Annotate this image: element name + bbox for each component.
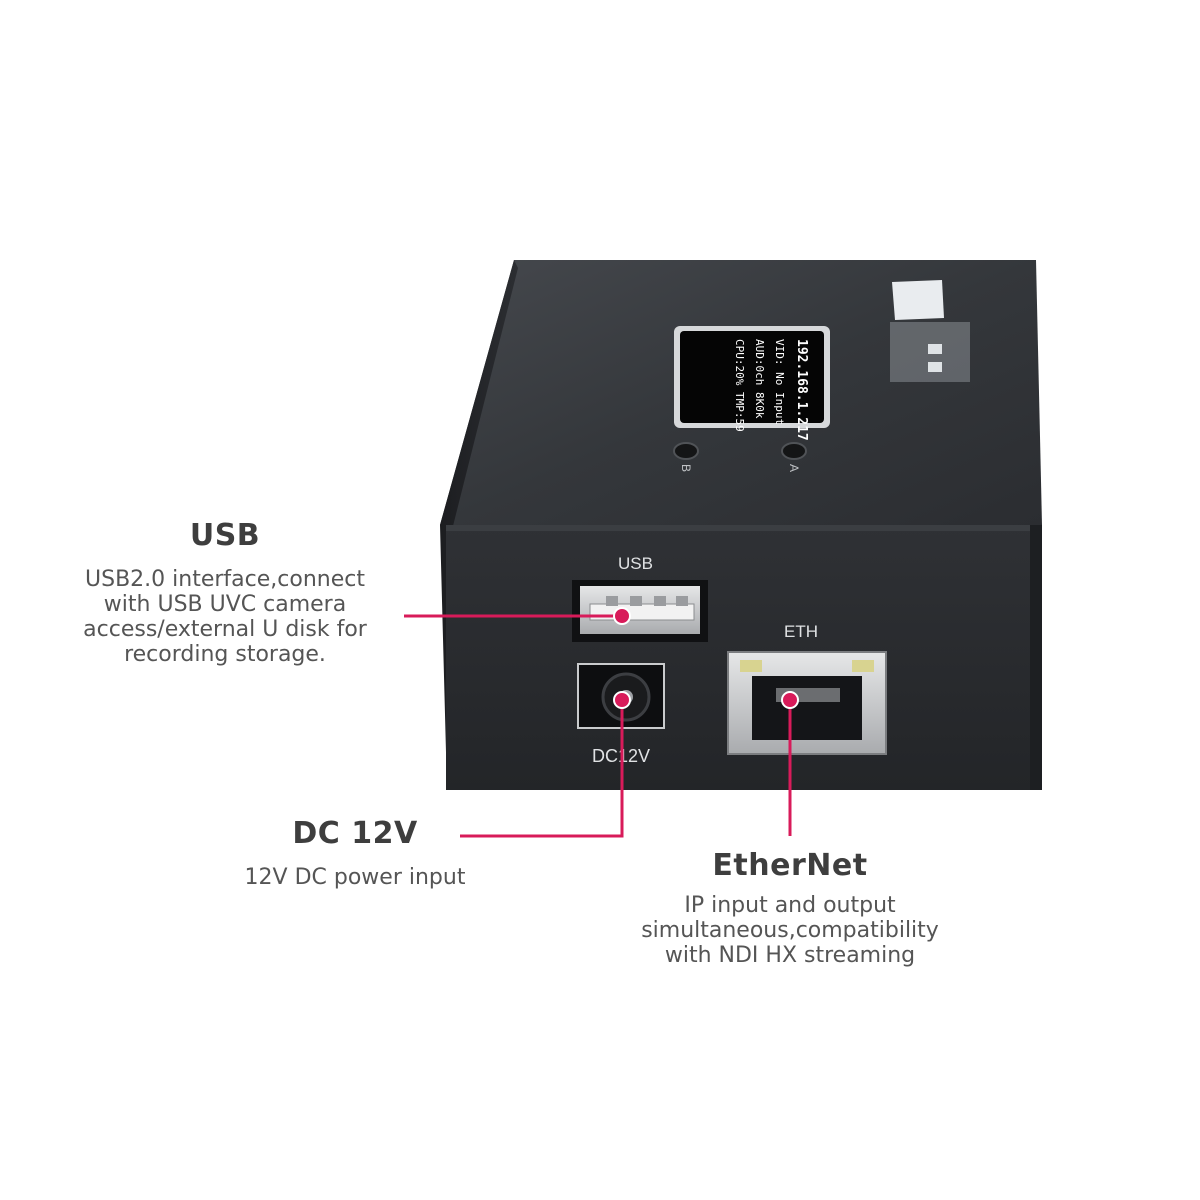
dc-callout: DC 12V 12V DC power input	[200, 816, 510, 890]
leader-lines	[404, 614, 792, 838]
eth-port-label: ETH	[784, 622, 818, 641]
usb-pin-3	[654, 596, 666, 606]
eth-leader-dot	[781, 691, 799, 709]
usb-callout: USB USB2.0 interface,connect with USB UV…	[40, 518, 410, 667]
indicator-chip-1	[928, 344, 942, 354]
usb-callout-title: USB	[189, 518, 261, 553]
usb-pin-4	[676, 596, 688, 606]
dc-callout-title: DC 12V	[292, 816, 418, 851]
oled-line-1: 192.168.1.217	[794, 339, 809, 441]
ethernet-callout-title: EtherNet	[712, 848, 868, 883]
eth-led-right	[852, 660, 874, 672]
usb-callout-line-4: recording storage.	[124, 642, 326, 667]
usb-pin-2	[630, 596, 642, 606]
usb-callout-line-3: access/external U disk for	[83, 617, 367, 642]
ethernet-port: ETH	[727, 622, 887, 755]
top-buttons: B A	[673, 442, 807, 472]
indicator-chip-2	[928, 362, 942, 372]
dc-leader-line	[460, 700, 624, 838]
usb-callout-line-2: with USB UVC camera	[103, 592, 347, 617]
usb-port-tongue	[589, 603, 695, 621]
dc-leader-dot	[613, 691, 631, 709]
usb-pin-1	[606, 596, 618, 606]
dc-callout-line-1: 12V DC power input	[244, 865, 466, 890]
usb-callout-line-1: USB2.0 interface,connect	[85, 567, 365, 592]
front-panel-right-edge	[1030, 525, 1042, 790]
ethernet-callout-line-3: with NDI HX streaming	[664, 943, 916, 968]
button-a-label: A	[787, 464, 801, 472]
ethernet-callout-line-1: IP input and output	[684, 893, 896, 918]
eth-led-left	[740, 660, 762, 672]
leader-dots	[613, 607, 799, 709]
oled-screen	[680, 331, 824, 423]
usb-leader-dot	[613, 607, 631, 625]
oled-line-2: VID: No Input	[773, 339, 786, 425]
ethernet-callout: EtherNet IP input and output simultaneou…	[600, 848, 980, 968]
button-b[interactable]	[673, 442, 699, 460]
ethernet-callout-line-2: simultaneous,compatibility	[641, 918, 939, 943]
oled-line-4: CPU:20% TMP:59	[733, 339, 746, 432]
button-a[interactable]	[781, 442, 807, 460]
device-body	[440, 260, 1042, 790]
oled-display: 192.168.1.217 VID: No Input AUD:0ch 8K0k…	[674, 326, 830, 441]
usb-port-label: USB	[618, 554, 653, 573]
front-panel-edge	[446, 525, 1042, 531]
top-right-window	[892, 280, 944, 320]
button-b-label: B	[679, 464, 693, 472]
eth-port-opening	[752, 676, 862, 740]
oled-line-3: AUD:0ch 8K0k	[753, 339, 766, 419]
